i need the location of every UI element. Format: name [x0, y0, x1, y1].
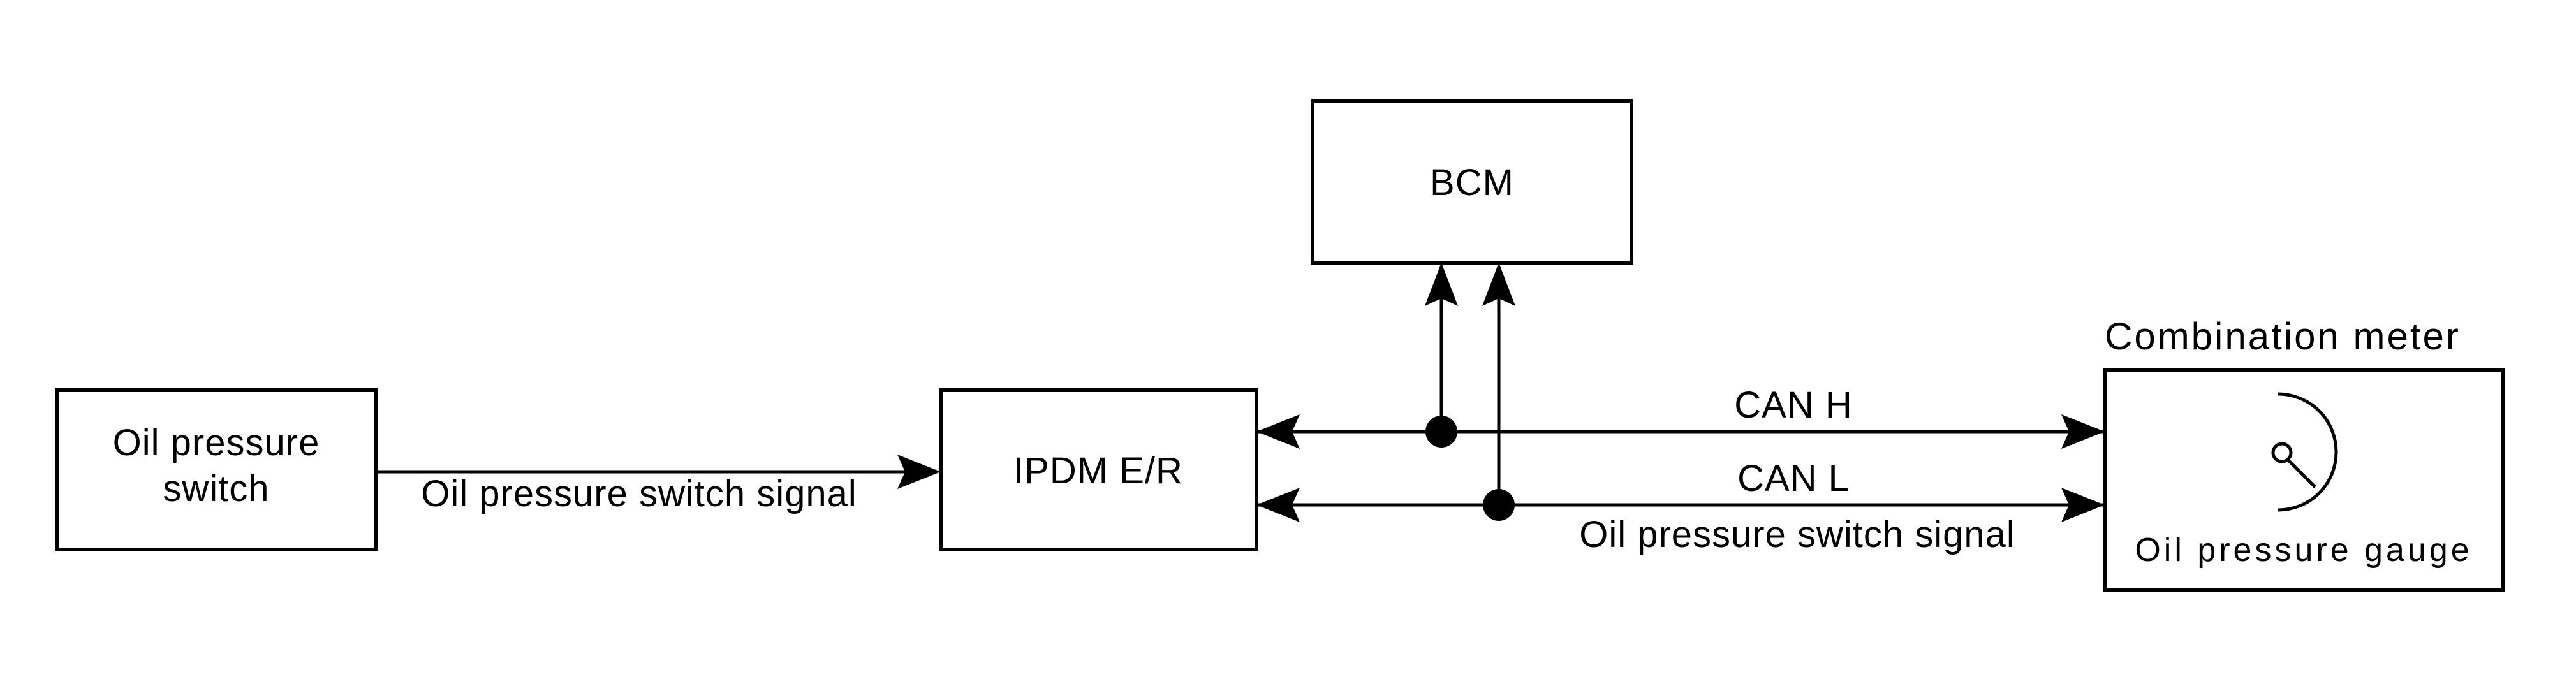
arrowhead-can-h-into-ipdm-icon — [1256, 414, 1300, 449]
oil-pressure-switch-signal-label: Oil pressure switch signal — [421, 473, 857, 514]
node-combination-meter — [2103, 368, 2505, 592]
gauge-dial-arc — [2278, 392, 2338, 512]
arrowheads — [897, 263, 2105, 522]
can-h-label: CAN H — [1734, 384, 1852, 426]
node-oil-pressure-switch — [55, 388, 378, 551]
junction-dot-can-l — [1483, 489, 1515, 521]
oil-pressure-gauge-label: Oil pressure gauge — [2135, 532, 2472, 569]
node-ipdm-er — [939, 388, 1258, 551]
arrowhead-can-h-into-meter-icon — [2061, 414, 2105, 449]
ipdm-er-label: IPDM E/R — [1013, 450, 1183, 492]
junction-dot-can-h — [1425, 416, 1457, 448]
arrowhead-can-l-into-meter-icon — [2061, 488, 2105, 522]
arrowhead-into-bcm-right-icon — [1482, 263, 1515, 306]
wires — [376, 268, 2105, 507]
node-bcm — [1311, 99, 1633, 265]
oil-pressure-switch-label-line2: switch — [163, 468, 269, 509]
gauge-needle — [2287, 459, 2316, 488]
oil-pressure-switch-label-line1: Oil pressure — [113, 422, 320, 463]
bcm-label: BCM — [1430, 162, 1514, 203]
gauge-icon — [2271, 392, 2338, 512]
gauge-pivot — [2271, 442, 2293, 463]
arrowhead-can-l-into-ipdm-icon — [1256, 488, 1300, 522]
can-l-oil-pressure-switch-signal-label: Oil pressure switch signal — [1579, 514, 2015, 555]
arrowhead-into-ipdm-left-icon — [897, 455, 941, 489]
can-l-label: CAN L — [1737, 458, 1850, 499]
combination-meter-title: Combination meter — [2105, 315, 2461, 358]
arrowhead-into-bcm-left-icon — [1425, 263, 1458, 306]
